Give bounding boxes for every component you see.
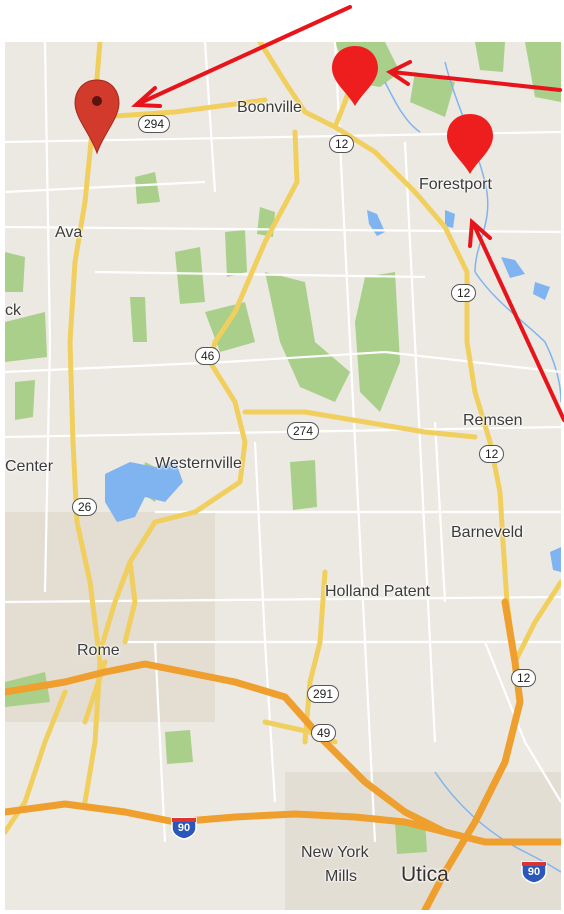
route-shield-274: 274 xyxy=(287,422,320,440)
label-new-york-mills-line2: Mills xyxy=(325,868,357,885)
route-shield-294: 294 xyxy=(138,115,171,133)
interstate-90-number: 90 xyxy=(527,866,541,878)
label-rome: Rome xyxy=(77,642,120,659)
label-boonville: Boonville xyxy=(237,99,302,116)
label-center: Center xyxy=(5,458,54,475)
label-barneveld: Barneveld xyxy=(451,524,524,541)
route-shield-12: 12 xyxy=(511,669,537,687)
route-shield-26: 26 xyxy=(72,498,98,516)
label-forestport: Forestport xyxy=(419,176,492,193)
route-shield-12: 12 xyxy=(451,284,477,302)
label-westernville: Westernville xyxy=(155,455,242,472)
map-viewport[interactable]: Boonville Forestport Ava ck Remsen Cente… xyxy=(5,42,561,910)
highways xyxy=(5,598,561,910)
interstate-90-shield: 90 xyxy=(170,814,198,840)
forest-areas xyxy=(5,42,561,854)
delta-reservoir xyxy=(105,460,183,522)
label-utica: Utica xyxy=(401,863,449,886)
interstate-90-number: 90 xyxy=(177,822,191,834)
interstate-90-shield: 90 xyxy=(520,858,548,884)
route-shield-12: 12 xyxy=(329,135,355,153)
minor-roads xyxy=(5,42,561,843)
route-shield-46: 46 xyxy=(195,347,221,365)
interstate-shield-icon xyxy=(171,817,197,840)
label-new-york-mills-line1: New York xyxy=(301,844,369,861)
route-shield-49: 49 xyxy=(311,724,337,742)
map-base-layer xyxy=(5,42,561,910)
route-shield-12: 12 xyxy=(479,445,505,463)
interstate-shield-icon xyxy=(521,861,547,884)
label-remsen: Remsen xyxy=(463,412,523,429)
label-ck: ck xyxy=(5,302,21,319)
label-ava: Ava xyxy=(55,224,83,241)
label-holland-patent: Holland Patent xyxy=(325,583,430,600)
route-shield-291: 291 xyxy=(307,685,340,703)
